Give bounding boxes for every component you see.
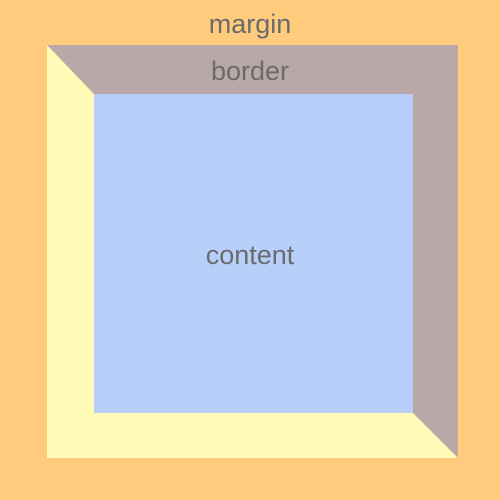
content-area — [94, 94, 413, 413]
border-bottom-left-bevel — [47, 45, 458, 458]
border-top-right-bevel — [47, 45, 458, 458]
